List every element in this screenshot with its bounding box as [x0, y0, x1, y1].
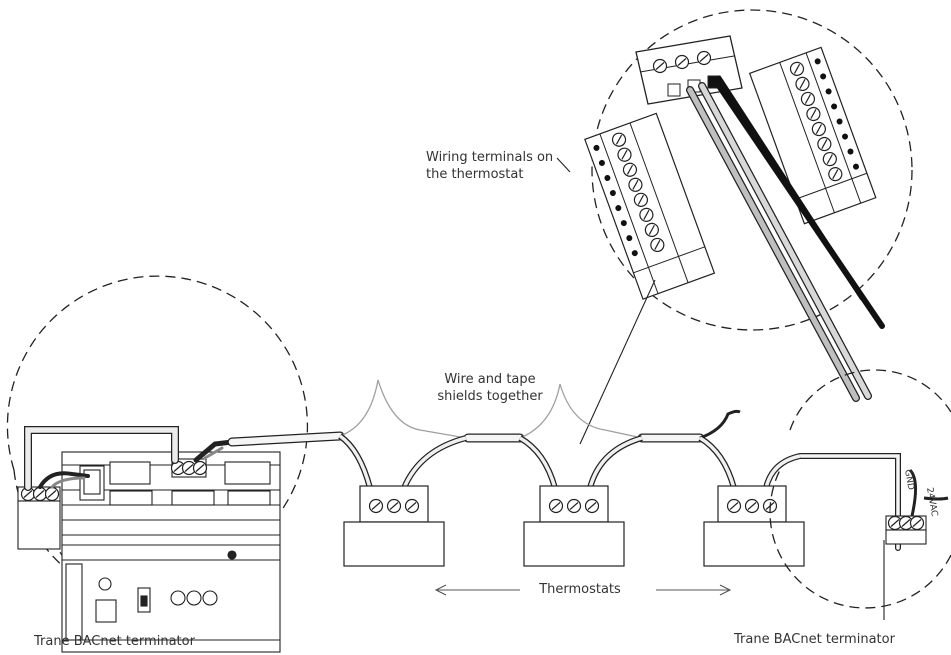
shields-label-line1: Wire and tape — [444, 372, 536, 387]
thermostat-arrows — [434, 584, 732, 596]
terminal-strip-left — [584, 112, 716, 300]
terminator-label-left: Trane BACnet terminator — [34, 634, 195, 649]
thermostat-connector-block — [635, 35, 743, 105]
right-terminator — [885, 468, 949, 545]
left-callout-circle — [6, 275, 309, 519]
thermostat-3 — [698, 435, 805, 567]
shield-wires — [339, 379, 643, 439]
terminal-callout-circle — [591, 9, 913, 331]
controller-wires — [24, 426, 235, 491]
shields-label-line2: shields together — [437, 389, 543, 404]
terminals-label-line2: the thermostat — [426, 167, 524, 182]
main-cable — [227, 431, 901, 551]
thermostats-label: Thermostats — [539, 582, 621, 597]
terminals-label-line1: Wiring terminals on — [426, 150, 554, 165]
terminator-label-right: Trane BACnet terminator — [734, 632, 895, 647]
terminal-strip-right — [748, 46, 877, 225]
right-callout-circle — [769, 369, 951, 609]
thermostat-1 — [338, 433, 467, 567]
gnd-label: GND — [902, 469, 915, 491]
vac-label: 24VAC — [924, 487, 939, 518]
thermostat-2 — [518, 435, 643, 567]
bacnet-controller — [17, 451, 281, 653]
thermostat-wires — [686, 75, 885, 402]
